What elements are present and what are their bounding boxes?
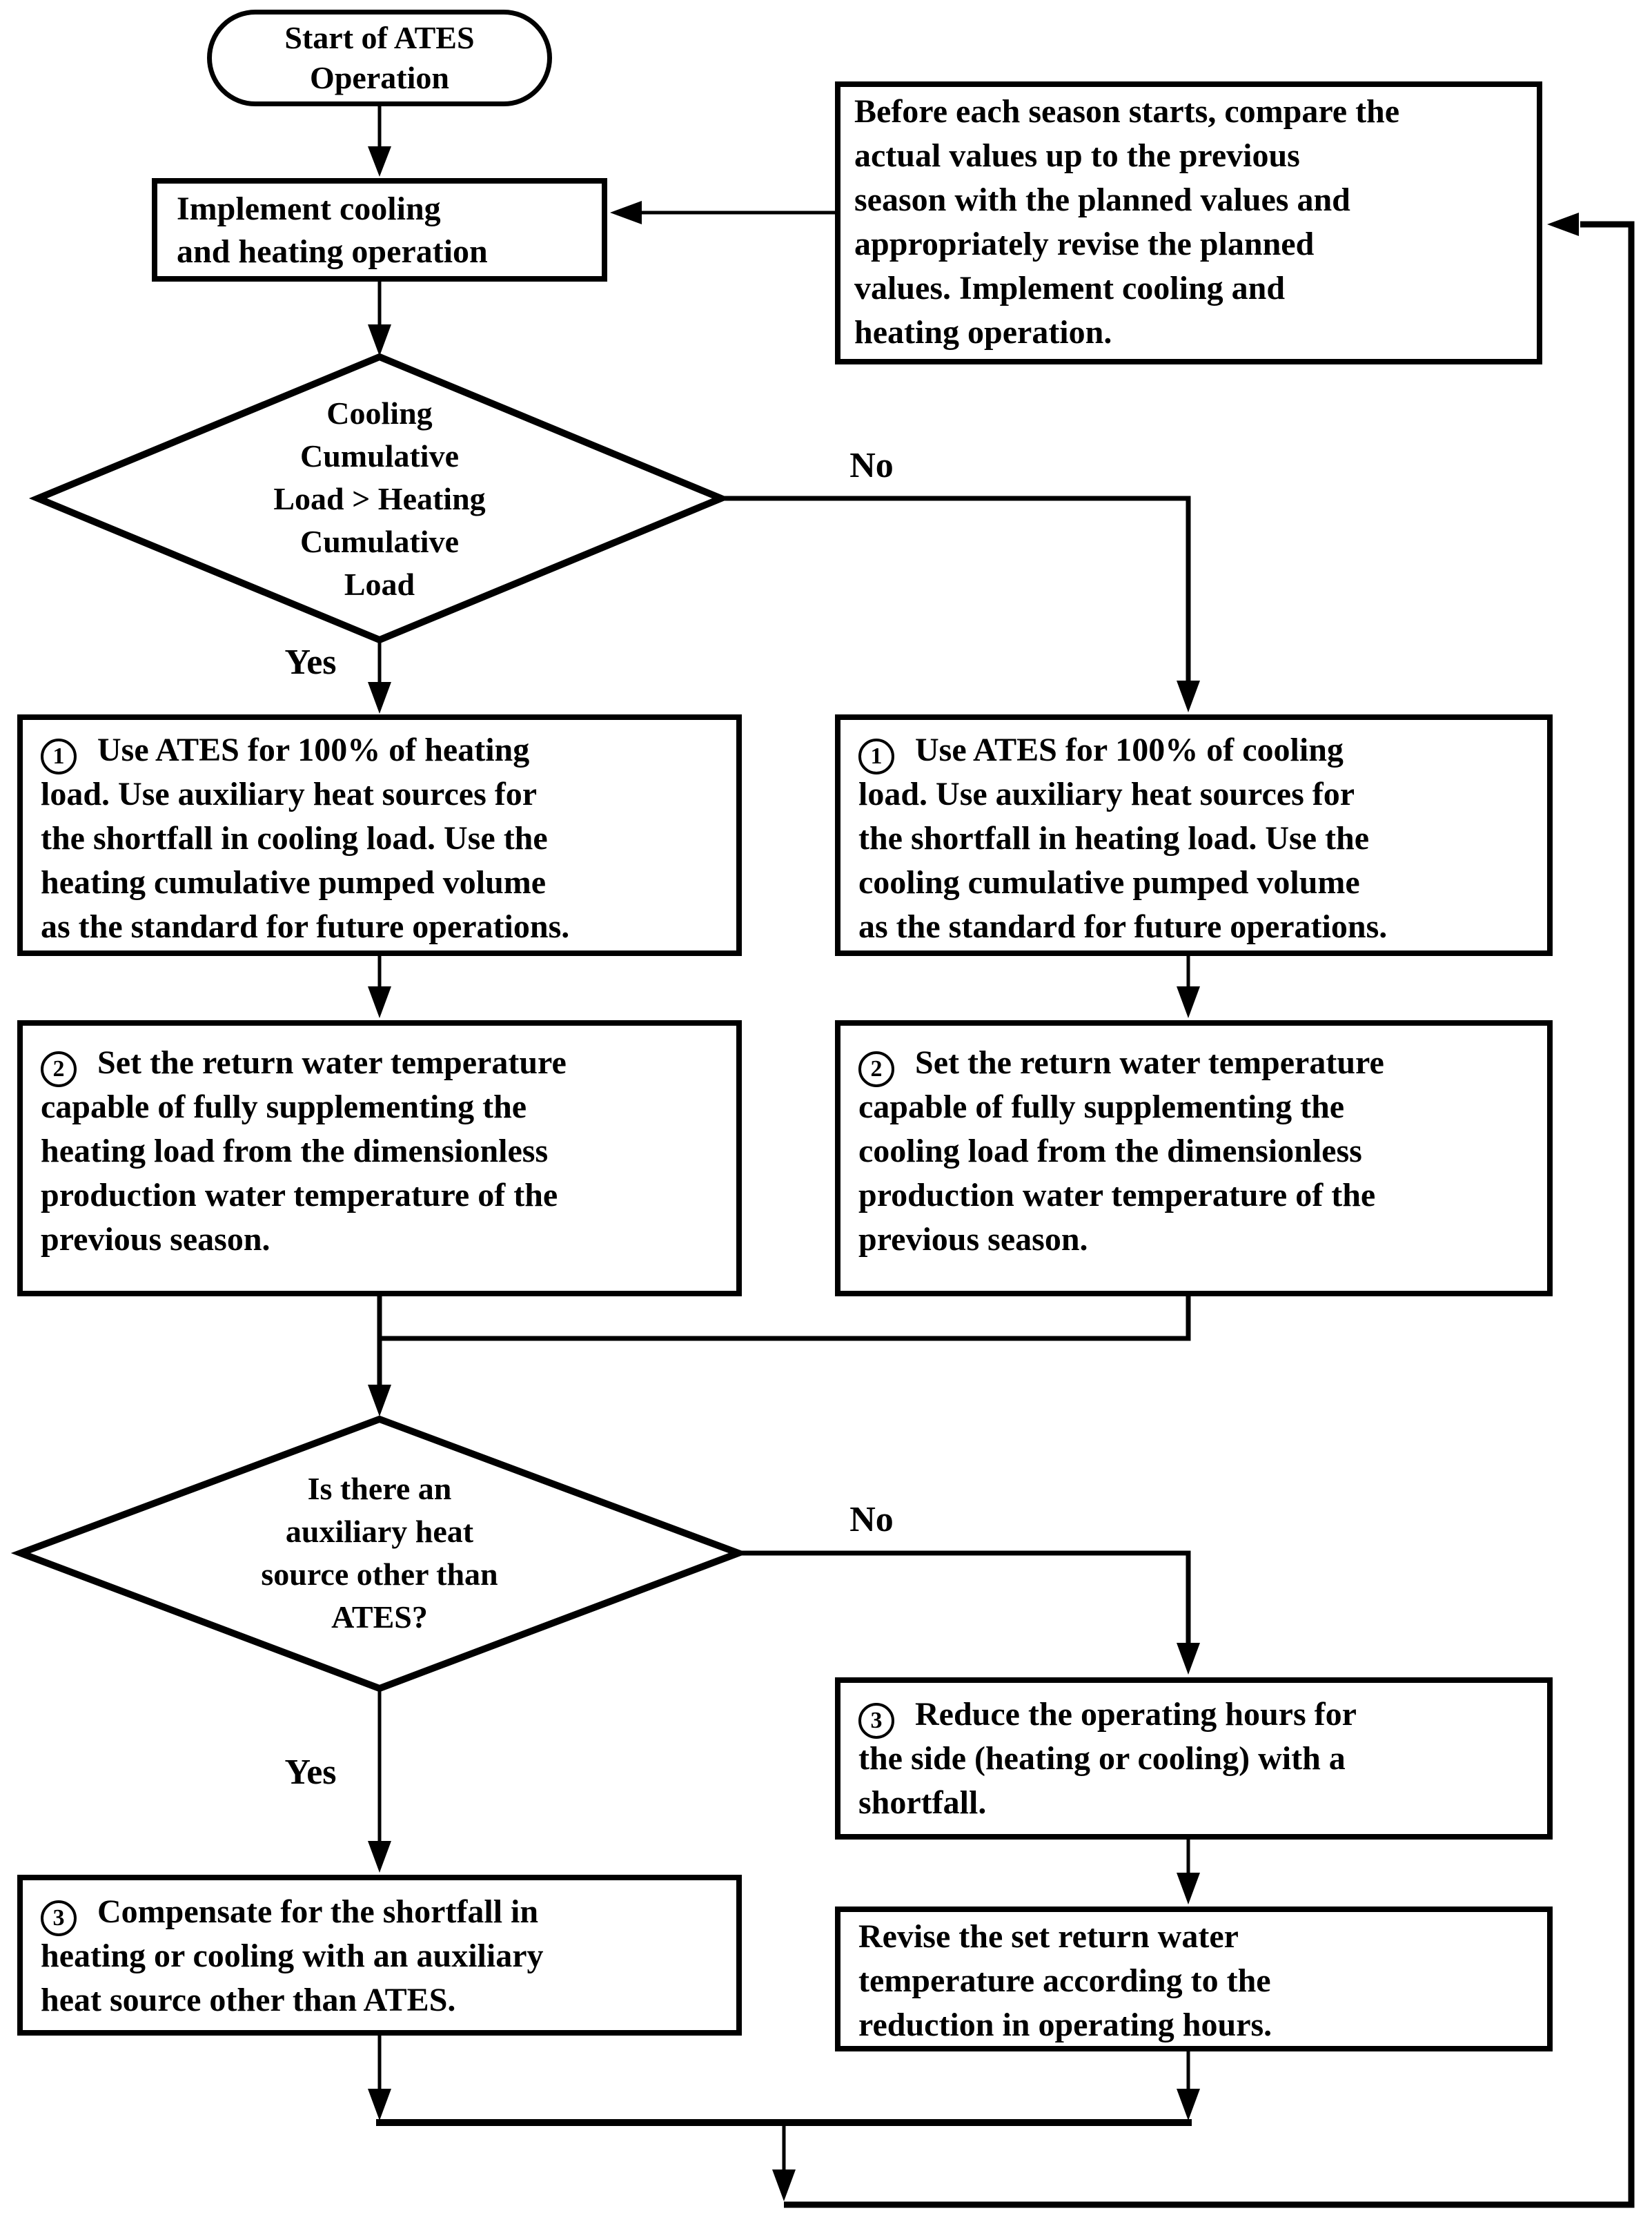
decision-load-diamond bbox=[28, 353, 731, 644]
edge-step2-cooling-merge bbox=[380, 1296, 1191, 1341]
edge-label-yes-aux: Yes bbox=[284, 1753, 337, 1792]
step1-cooling-label: Use ATES for 100% of cooling load. Use a… bbox=[858, 732, 1388, 945]
seasonal-revision-note-box: Before each season starts, compare the a… bbox=[835, 81, 1542, 364]
step-number-badge: 2 bbox=[41, 1051, 77, 1087]
arrow-step1-cooling-to-step2 bbox=[1177, 956, 1200, 1018]
edge-revise-temp-drop bbox=[1177, 2051, 1200, 2120]
decision-aux-diamond bbox=[10, 1415, 749, 1693]
step3-compensate-label: Compensate for the shortfall in heating … bbox=[41, 1893, 544, 2018]
arrow-revision-note-to-implement bbox=[610, 201, 835, 224]
step-number-badge: 1 bbox=[41, 739, 77, 774]
feedback-loop bbox=[784, 213, 1635, 2208]
step-number-badge: 3 bbox=[41, 1900, 77, 1936]
arrow-start-to-implement bbox=[368, 105, 391, 177]
revise-temp-label: Revise the set return water temperature … bbox=[858, 1918, 1272, 2043]
arrow-merge-to-loop bbox=[772, 2125, 796, 2201]
step3-reduce-label: Reduce the operating hours for the side … bbox=[858, 1696, 1357, 1821]
arrow-step3-reduce-to-revise-temp bbox=[1177, 1840, 1200, 1904]
edge-yes-to-step3-compensate bbox=[368, 1688, 391, 1873]
seasonal-revision-note-label: Before each season starts, compare the a… bbox=[854, 93, 1400, 351]
step2-heating-label: Set the return water temperature capable… bbox=[41, 1044, 567, 1258]
arrow-implement-to-decision bbox=[368, 282, 391, 356]
edge-no-to-step1-cooling bbox=[721, 496, 1200, 712]
edge-no-to-step3-reduce bbox=[738, 1550, 1200, 1675]
edge-label-no-aux: No bbox=[849, 1500, 894, 1539]
implement-operation-box: Implement cooling and heating operation bbox=[152, 178, 607, 282]
step1-heating-label: Use ATES for 100% of heating load. Use a… bbox=[41, 732, 570, 945]
start-label: Start of ATES Operation bbox=[284, 20, 475, 95]
step2-cooling-label: Set the return water temperature capable… bbox=[858, 1044, 1384, 1258]
step-number-badge: 3 bbox=[858, 1703, 894, 1739]
decision-aux-label: Is there an auxiliary heat source other … bbox=[261, 1471, 498, 1635]
edge-label-no-load: No bbox=[849, 446, 894, 485]
decision-load-label: Cooling Cumulative Load > Heating Cumula… bbox=[273, 395, 486, 602]
step-number-badge: 2 bbox=[858, 1051, 894, 1087]
edge-step2-heating-to-decision-aux bbox=[368, 1296, 391, 1416]
implement-operation-label: Implement cooling and heating operation bbox=[177, 191, 488, 270]
revise-temp-box: Revise the set return water temperature … bbox=[835, 1907, 1553, 2051]
edge-label-yes-load: Yes bbox=[284, 643, 337, 682]
edge-step3-compensate-drop bbox=[368, 2036, 391, 2120]
step-number-badge: 1 bbox=[858, 739, 894, 774]
arrow-step1-heating-to-step2 bbox=[368, 956, 391, 1018]
start-terminator: Start of ATES Operation bbox=[207, 10, 552, 106]
edge-yes-to-step1-heating bbox=[368, 640, 391, 714]
